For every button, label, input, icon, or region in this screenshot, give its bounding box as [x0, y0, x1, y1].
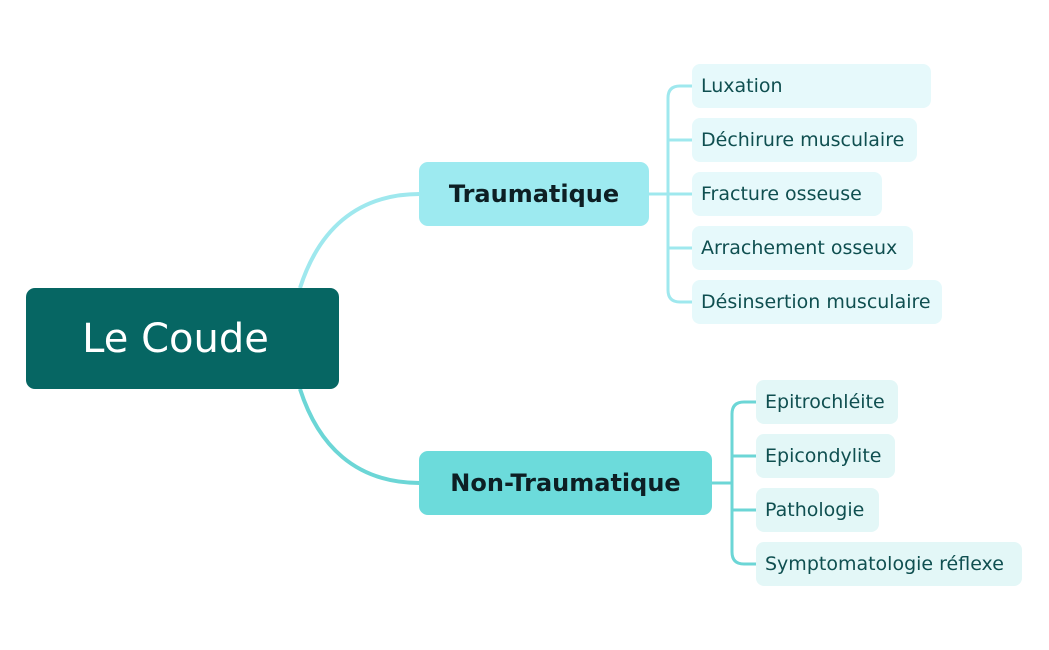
leaf-node-fracture-osseuse[interactable]: Fracture osseuse	[692, 172, 882, 216]
leaf-label: Symptomatologie réflexe	[765, 553, 1004, 575]
root-label: Le Coude	[82, 315, 269, 362]
leaf-label: Epitrochléite	[765, 391, 885, 413]
leaf-node-luxation[interactable]: Luxation	[692, 64, 931, 108]
leaf-node-pathologie[interactable]: Pathologie	[756, 488, 879, 532]
leaf-node-arrachement-osseux[interactable]: Arrachement osseux	[692, 226, 913, 270]
leaf-label: Fracture osseuse	[701, 183, 862, 205]
leaf-label: Pathologie	[765, 499, 865, 521]
connector-root-non-traumatique	[298, 388, 421, 485]
leaf-node-symptomatologie-reflexe[interactable]: Symptomatologie réflexe	[756, 542, 1022, 586]
root-node-le-coude[interactable]: Le Coude	[26, 288, 339, 389]
connector-traumatique-children	[648, 84, 692, 304]
leaf-node-epicondylite[interactable]: Epicondylite	[756, 434, 895, 478]
leaf-label: Désinsertion musculaire	[701, 291, 931, 313]
leaf-node-epitrochleite[interactable]: Epitrochléite	[756, 380, 898, 424]
branch-node-non-traumatique[interactable]: Non-Traumatique	[419, 451, 712, 515]
leaf-label: Luxation	[701, 75, 783, 97]
branch-node-traumatique[interactable]: Traumatique	[419, 162, 649, 226]
leaf-node-dechirure-musculaire[interactable]: Déchirure musculaire	[692, 118, 917, 162]
leaf-label: Epicondylite	[765, 445, 882, 467]
connector-root-traumatique	[298, 192, 421, 289]
branch-label: Traumatique	[448, 180, 620, 208]
leaf-node-desinsertion-musculaire[interactable]: Désinsertion musculaire	[692, 280, 942, 324]
branch-label: Non-Traumatique	[450, 469, 681, 497]
leaf-label: Arrachement osseux	[701, 237, 898, 259]
leaf-label: Déchirure musculaire	[701, 129, 905, 151]
connector-non-traumatique-children	[711, 400, 756, 566]
